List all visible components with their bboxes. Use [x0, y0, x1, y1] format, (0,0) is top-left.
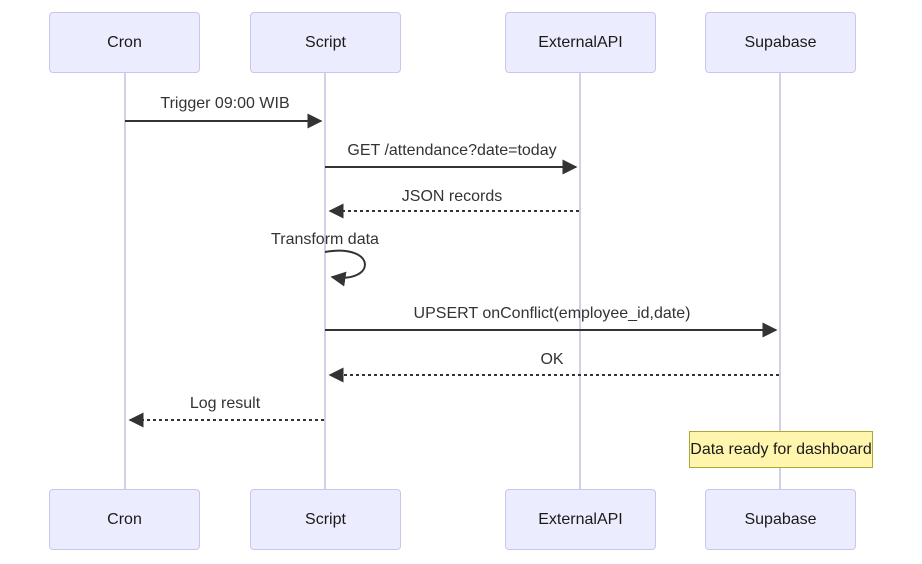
arrow-transform-self-loop: [324, 249, 366, 287]
actor-cron-top: Cron: [49, 12, 200, 73]
lifeline-supabase: [779, 73, 781, 489]
lifeline-externalapi: [579, 73, 581, 489]
actor-supabase-bottom: Supabase: [705, 489, 856, 550]
message-label-transform-data: Transform data: [271, 231, 379, 248]
note-data-ready: Data ready for dashboard: [689, 431, 873, 468]
lifeline-cron: [124, 73, 126, 489]
lifeline-script: [324, 73, 326, 489]
message-label-upsert: UPSERT onConflict(employee_id,date): [413, 305, 691, 322]
actor-externalapi-top: ExternalAPI: [505, 12, 656, 73]
message-label-log-result: Log result: [189, 395, 261, 412]
message-label-trigger: Trigger 09:00 WIB: [160, 95, 290, 112]
message-label-json-records: JSON records: [401, 188, 503, 205]
message-label-ok: OK: [540, 351, 564, 368]
actor-script-top: Script: [250, 12, 401, 73]
actor-script-bottom: Script: [250, 489, 401, 550]
actor-cron-bottom: Cron: [49, 489, 200, 550]
message-label-get-attendance: GET /attendance?date=today: [347, 142, 557, 159]
actor-externalapi-bottom: ExternalAPI: [505, 489, 656, 550]
actor-supabase-top: Supabase: [705, 12, 856, 73]
